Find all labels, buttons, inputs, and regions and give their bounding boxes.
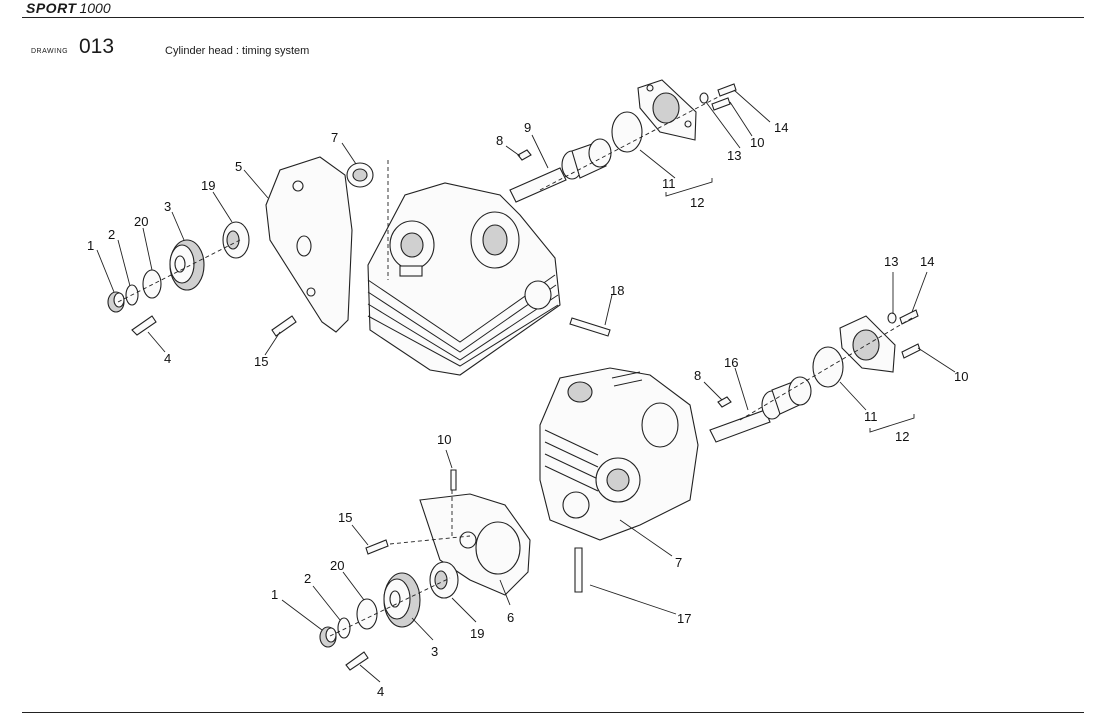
callout-18: 18 xyxy=(610,283,624,298)
callout-16: 16 xyxy=(724,355,738,370)
gear-part xyxy=(383,572,421,628)
callout-19: 19 xyxy=(201,178,215,193)
callout-17: 17 xyxy=(677,611,691,626)
nut-part xyxy=(107,291,125,313)
key-part xyxy=(517,149,532,161)
bolt-part xyxy=(271,315,297,337)
screw-part xyxy=(901,343,921,359)
callout-8: 8 xyxy=(496,133,503,148)
callout-10: 10 xyxy=(750,135,764,150)
stud-part xyxy=(569,317,611,337)
callout-3: 3 xyxy=(164,199,171,214)
header-rule xyxy=(22,17,1084,18)
footer-rule xyxy=(22,712,1084,713)
washer-part xyxy=(337,617,351,639)
model-name: 1000 xyxy=(79,0,111,16)
callout-15: 15 xyxy=(338,510,352,525)
screw-part xyxy=(717,83,737,97)
callout-4: 4 xyxy=(377,684,384,699)
callout-20: 20 xyxy=(134,214,148,229)
stud-part xyxy=(574,547,583,593)
callout-7: 7 xyxy=(675,555,682,570)
callout-6: 6 xyxy=(507,610,514,625)
bolt-part xyxy=(345,651,369,671)
seal-ring-part xyxy=(346,162,374,188)
cylinder-head-part xyxy=(367,182,561,376)
callout-11: 11 xyxy=(864,409,878,424)
cylinder-head-part xyxy=(539,367,699,541)
bolt-part xyxy=(131,315,157,336)
callout-11: 11 xyxy=(662,176,676,191)
drawing-label: DRAWING xyxy=(31,48,69,55)
callout-19: 19 xyxy=(470,626,484,641)
camshaft-part xyxy=(709,376,812,443)
o-ring-part xyxy=(611,111,643,153)
callout-12: 12 xyxy=(895,429,909,444)
upper-assembly: 1 2 20 3 19 5 7 4 15 8 9 11 12 13 10 14 … xyxy=(87,79,788,376)
callout-5: 5 xyxy=(235,159,242,174)
callout-2: 2 xyxy=(304,571,311,586)
lower-right-assembly: 13 14 16 8 11 12 10 xyxy=(694,254,968,444)
gear-part xyxy=(169,239,205,291)
camshaft-part xyxy=(509,138,612,203)
callout-13: 13 xyxy=(884,254,898,269)
washer-part xyxy=(699,92,709,104)
plate-part xyxy=(356,598,378,630)
seal-part xyxy=(222,221,250,259)
callout-4: 4 xyxy=(164,351,171,366)
callout-1: 1 xyxy=(271,587,278,602)
washer-part xyxy=(887,312,897,324)
callout-10: 10 xyxy=(437,432,451,447)
plate-part xyxy=(142,269,162,299)
drawing-title: Cylinder head : timing system xyxy=(165,45,310,57)
flange-part xyxy=(637,79,697,141)
callout-14: 14 xyxy=(920,254,934,269)
callout-1: 1 xyxy=(87,238,94,253)
screw-part xyxy=(450,469,457,491)
key-part xyxy=(717,396,732,408)
callout-15: 15 xyxy=(254,354,268,369)
screw-part xyxy=(711,97,731,111)
callout-7: 7 xyxy=(331,130,338,145)
nut-part xyxy=(319,626,337,648)
lower-assembly: 10 15 20 2 1 3 19 6 7 17 4 xyxy=(271,367,699,699)
callout-8: 8 xyxy=(694,368,701,383)
callout-12: 12 xyxy=(690,195,704,210)
brand-name: SPORT xyxy=(26,0,77,16)
callout-2: 2 xyxy=(108,227,115,242)
drawing-number: 013 xyxy=(79,35,115,58)
o-ring-part xyxy=(812,346,844,388)
screw-part xyxy=(365,539,389,555)
callout-9: 9 xyxy=(524,120,531,135)
callout-13: 13 xyxy=(727,148,741,163)
callout-10: 10 xyxy=(954,369,968,384)
screw-part xyxy=(899,309,919,325)
callout-14: 14 xyxy=(774,120,788,135)
seal-part xyxy=(429,561,459,599)
callout-3: 3 xyxy=(431,644,438,659)
callout-20: 20 xyxy=(330,558,344,573)
